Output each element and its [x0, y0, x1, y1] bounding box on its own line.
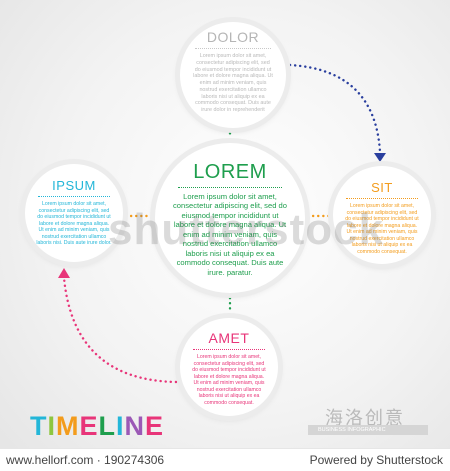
- timeline-title: TIMELINE: [30, 411, 164, 442]
- node-dolor-title: DOLOR: [206, 29, 260, 45]
- timeline-letter: E: [79, 411, 99, 441]
- node-dolor-divider: [195, 48, 271, 49]
- timeline-letter: I: [47, 411, 57, 441]
- arrowhead-ipsum-icon: [58, 268, 70, 278]
- timeline-letter: E: [145, 411, 165, 441]
- connector-dolor-to-sit: [288, 63, 382, 154]
- node-dolor-body: Lorem ipsum dolor sit amet, consectetur …: [193, 53, 273, 113]
- node-dolor: DOLOR Lorem ipsum dolor sit amet, consec…: [180, 22, 286, 128]
- footer-source-link[interactable]: www.hellorf.com · 190274306: [6, 453, 165, 467]
- arrowhead-sit-icon: [374, 153, 386, 162]
- node-sit-body: Lorem ipsum dolor sit amet, consectetur …: [345, 203, 419, 255]
- node-ipsum-divider: [38, 196, 110, 197]
- business-infographic-bar: BUSINESS INFOGRAPHIC: [308, 425, 428, 435]
- node-lorem: LOREM Lorem ipsum dolor sit amet, consec…: [155, 143, 305, 293]
- node-ipsum: IPSUM Lorem ipsum dolor sit amet, consec…: [25, 164, 123, 262]
- connector-amet-to-ipsum: [62, 276, 178, 384]
- node-lorem-body: Lorem ipsum dolor sit amet, consectetur …: [173, 192, 287, 277]
- watermark-text: shutterstock: [108, 205, 385, 254]
- node-amet-title: AMET: [208, 330, 250, 346]
- node-sit-title: SIT: [371, 180, 393, 195]
- node-amet: AMET Lorem ipsum dolor sit amet, consect…: [180, 318, 278, 416]
- timeline-letter: L: [98, 411, 117, 441]
- timeline-letter: I: [116, 411, 125, 441]
- node-ipsum-body: Lorem ipsum dolor sit amet, consectetur …: [36, 201, 112, 246]
- node-amet-divider: [193, 349, 265, 350]
- node-sit: SIT Lorem ipsum dolor sit amet, consecte…: [333, 166, 431, 264]
- timeline-letter: T: [30, 411, 48, 441]
- timeline-letter: N: [124, 411, 146, 441]
- node-sit-divider: [346, 198, 418, 199]
- node-lorem-divider: [178, 187, 282, 188]
- node-ipsum-title: IPSUM: [52, 178, 96, 193]
- node-amet-body: Lorem ipsum dolor sit amet, consectetur …: [192, 354, 266, 406]
- cjk-watermark: 海洛创意: [325, 408, 405, 428]
- node-lorem-title: LOREM: [193, 161, 267, 183]
- timeline-letter: M: [56, 411, 80, 441]
- footer-credit: Powered by Shutterstock: [309, 453, 443, 467]
- footer-bar: www.hellorf.com · 190274306 Powered by S…: [0, 448, 450, 471]
